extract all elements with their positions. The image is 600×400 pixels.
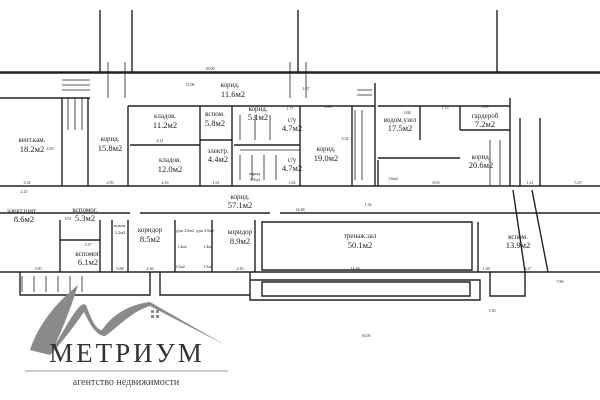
dimension: 3.37: [85, 242, 92, 247]
dimension: 1.84: [289, 180, 296, 185]
small-room-label: душ 3.0м2: [176, 228, 194, 233]
room-name: электр.: [207, 147, 228, 155]
room-area: 15.8м2: [98, 143, 123, 153]
room-name: корид.: [471, 153, 490, 161]
dimension: 3.27: [525, 266, 532, 271]
dimension: 1.38: [483, 266, 490, 271]
room-area: 19.0м2: [314, 153, 339, 163]
small-room-label: 1.5м2: [203, 264, 213, 269]
dimension: 14.48: [351, 266, 360, 271]
room-area: 4.7м2: [282, 123, 302, 133]
room-area: 13.9м2: [506, 240, 531, 250]
room-name: корид.: [230, 193, 249, 201]
dimension: 1.21: [527, 180, 534, 185]
room-name: с/у: [288, 116, 297, 124]
dimension: 2.37: [303, 86, 310, 91]
room-area: 57.1м2: [228, 200, 253, 210]
room-name: коридор: [138, 226, 163, 234]
dimension: 1.77: [287, 106, 294, 111]
room-area: 11.6м2: [221, 89, 245, 99]
room-area: 3.2м2: [115, 230, 126, 235]
room-area: 3.5м2: [250, 177, 261, 182]
room-name: вспом.: [114, 223, 127, 228]
room-area: 4.7м2: [282, 163, 302, 173]
logo-tagline: агентство недвижимости: [73, 377, 180, 388]
dimension: 2.25: [21, 189, 28, 194]
room-name: вспом.: [205, 110, 225, 118]
room-name: корид.: [220, 81, 239, 89]
dimension: 16.05: [362, 333, 371, 338]
room-name: кладов.: [154, 112, 176, 120]
room-name: корид.: [248, 105, 267, 113]
dimension: 4.93: [47, 146, 54, 151]
dimension: 5.52: [342, 136, 349, 141]
room-area: 4.4м2: [208, 154, 228, 164]
dimension-labels: 38.00 12.96 2.37 1.77 2.88 5.52 4.93 3.3…: [21, 66, 582, 338]
dimension: 4.21: [157, 138, 164, 143]
room-name: корид.: [249, 171, 261, 176]
room-area: 5.1м2: [248, 112, 268, 122]
room-name: гардероб: [472, 112, 499, 120]
dimension: 3.65: [482, 104, 489, 109]
room-area: 7.2м2: [475, 119, 495, 129]
dimension: 2.45: [237, 266, 244, 271]
small-room-label: 1.4м2: [203, 244, 213, 249]
metrium-logo: МЕТРИУМ агентство недвижимости: [25, 285, 228, 388]
room-name: вспомог.: [75, 250, 100, 258]
room-area: 8.5м2: [140, 234, 160, 244]
room-area: 12.0м2: [158, 164, 183, 174]
room-area: 8.9м2: [230, 236, 250, 246]
room-labels: вент.кам. 18.2м2 корид. 15.8м2 кладов. 1…: [7, 81, 531, 267]
room-name: вент.кам.: [19, 136, 46, 144]
small-room-label: 1.6м2: [388, 176, 398, 181]
dimension: 1.61: [213, 180, 220, 185]
room-name: корид.: [316, 145, 335, 153]
room-area: 5.3м2: [75, 213, 95, 223]
room-name: водом.узел: [384, 116, 417, 124]
dimension: 14.48: [296, 207, 305, 212]
small-room-label: 1.4м2: [177, 244, 187, 249]
dimension: 7.86: [557, 279, 564, 284]
room-name: тренаж.зал: [344, 232, 377, 240]
dimension: 5.25: [575, 180, 582, 185]
room-area: 50.1м2: [348, 240, 373, 250]
dimension: 1.13: [442, 105, 449, 110]
dimension: 3.68: [404, 110, 411, 115]
room-area: 6.1м2: [78, 257, 98, 267]
dimension: 1.34: [365, 202, 372, 207]
small-room-labels: душ 3.0м2 душ 3.0м2 1.4м2 1.4м2 1.5м2 1.…: [175, 176, 398, 269]
dimension: 3.91: [65, 216, 72, 221]
dimension: 2.88: [325, 104, 332, 109]
dimension: 4.16: [162, 180, 169, 185]
logo-swoosh-icon: [30, 285, 225, 355]
dimension: 8.03: [433, 180, 440, 185]
room-name: коридор: [228, 228, 253, 236]
room-area: 11.2м2: [153, 120, 177, 130]
room-area: 20.6м2: [469, 160, 494, 170]
dimension: 3.90: [35, 266, 42, 271]
dimension: 3.30: [489, 308, 496, 313]
small-room-label: душ 3.0м2: [196, 228, 214, 233]
room-area: 8.6м2: [14, 214, 34, 224]
dimension: 2.36: [147, 266, 154, 271]
logo-name: МЕТРИУМ: [49, 338, 205, 368]
small-room-label: 1.5м2: [175, 264, 185, 269]
dimension: 0.88: [117, 266, 124, 271]
room-name: элект.щит.: [7, 207, 38, 215]
room-area: 18.2м2: [20, 144, 45, 154]
room-area: 5.8м2: [205, 118, 225, 128]
dimension: 2.95: [107, 180, 114, 185]
dimension: 38.00: [206, 66, 215, 71]
room-name: корид.: [100, 135, 119, 143]
room-name: вспомог.: [72, 206, 97, 214]
walls: [0, 10, 600, 301]
room-name: кладов.: [159, 156, 181, 164]
dimension: 3.32: [24, 180, 31, 185]
room-area: 17.5м2: [388, 123, 413, 133]
room-name: с/у: [288, 156, 297, 164]
dimension: 12.96: [186, 82, 195, 87]
room-name: вспом.: [508, 233, 528, 241]
